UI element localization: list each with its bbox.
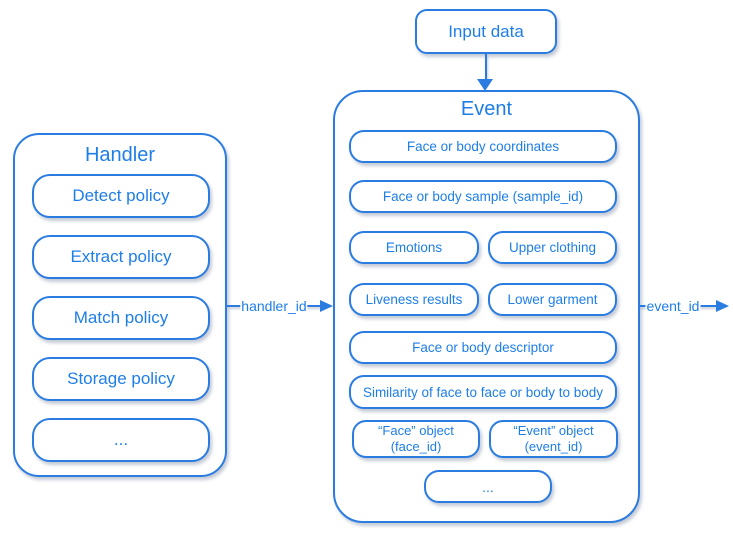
handler-item-label: Storage policy [67,369,175,388]
event-title: Event [460,98,513,120]
event-item-upper-clothing: Upper clothing [488,231,617,264]
event-item-face-object: “Face” object (face_id) [352,420,480,458]
handler-to-event-arrowhead-icon [320,300,333,312]
event-item-lower-garment: Lower garment [488,283,617,316]
event-item-label: ... [482,478,494,495]
input-to-event-arrowhead-icon [477,79,493,91]
event-item-label-line2: (event_id) [524,439,583,454]
event-item-label-line2: (face_id) [390,439,442,454]
event-item-descriptor: Face or body descriptor [349,331,617,364]
handler-container: Handler Detect policy Extract policy Mat… [13,133,227,477]
event-item-label-line1: “Face” object [378,423,454,438]
handler-item-more: ... [32,418,210,462]
event-item-similarity: Similarity of face to face or body to bo… [349,375,617,409]
handler-id-label: handler_id [240,298,308,314]
handler-item-label: Detect policy [72,186,170,205]
handler-item-label: ... [113,430,129,449]
event-item-label: Lower garment [507,292,598,307]
event-item-label: Emotions [385,240,443,255]
event-container: Event Face or body coordinates Face or b… [333,90,640,523]
handler-item-label: Match policy [73,308,169,327]
event-out-arrowhead-icon [716,300,729,312]
handler-item-match-policy: Match policy [32,296,210,340]
handler-item-extract-policy: Extract policy [32,235,210,279]
event-item-event-object: “Event” object (event_id) [489,420,618,458]
input-data-label: Input data [448,21,524,41]
handler-title: Handler [84,144,156,166]
event-item-label: Face or body coordinates [406,139,560,154]
event-item-liveness-results: Liveness results [349,283,479,316]
event-item-label: Face or body sample (sample_id) [382,189,584,204]
event-item-more: ... [424,470,552,503]
handler-item-label: Extract policy [70,247,172,266]
event-item-emotions: Emotions [349,231,479,264]
input-to-event-connector [485,54,487,80]
event-item-label-line1: “Event” object [513,423,594,438]
event-item-sample: Face or body sample (sample_id) [349,180,617,213]
event-item-label: Upper clothing [508,240,597,255]
handler-item-storage-policy: Storage policy [32,357,210,401]
event-item-label: Liveness results [365,292,463,307]
event-id-label: event_id [645,298,701,314]
input-data-node: Input data [415,9,557,54]
handler-item-detect-policy: Detect policy [32,174,210,218]
event-item-coordinates: Face or body coordinates [349,130,617,163]
event-item-label: Similarity of face to face or body to bo… [362,384,604,400]
event-item-label: Face or body descriptor [412,340,554,355]
